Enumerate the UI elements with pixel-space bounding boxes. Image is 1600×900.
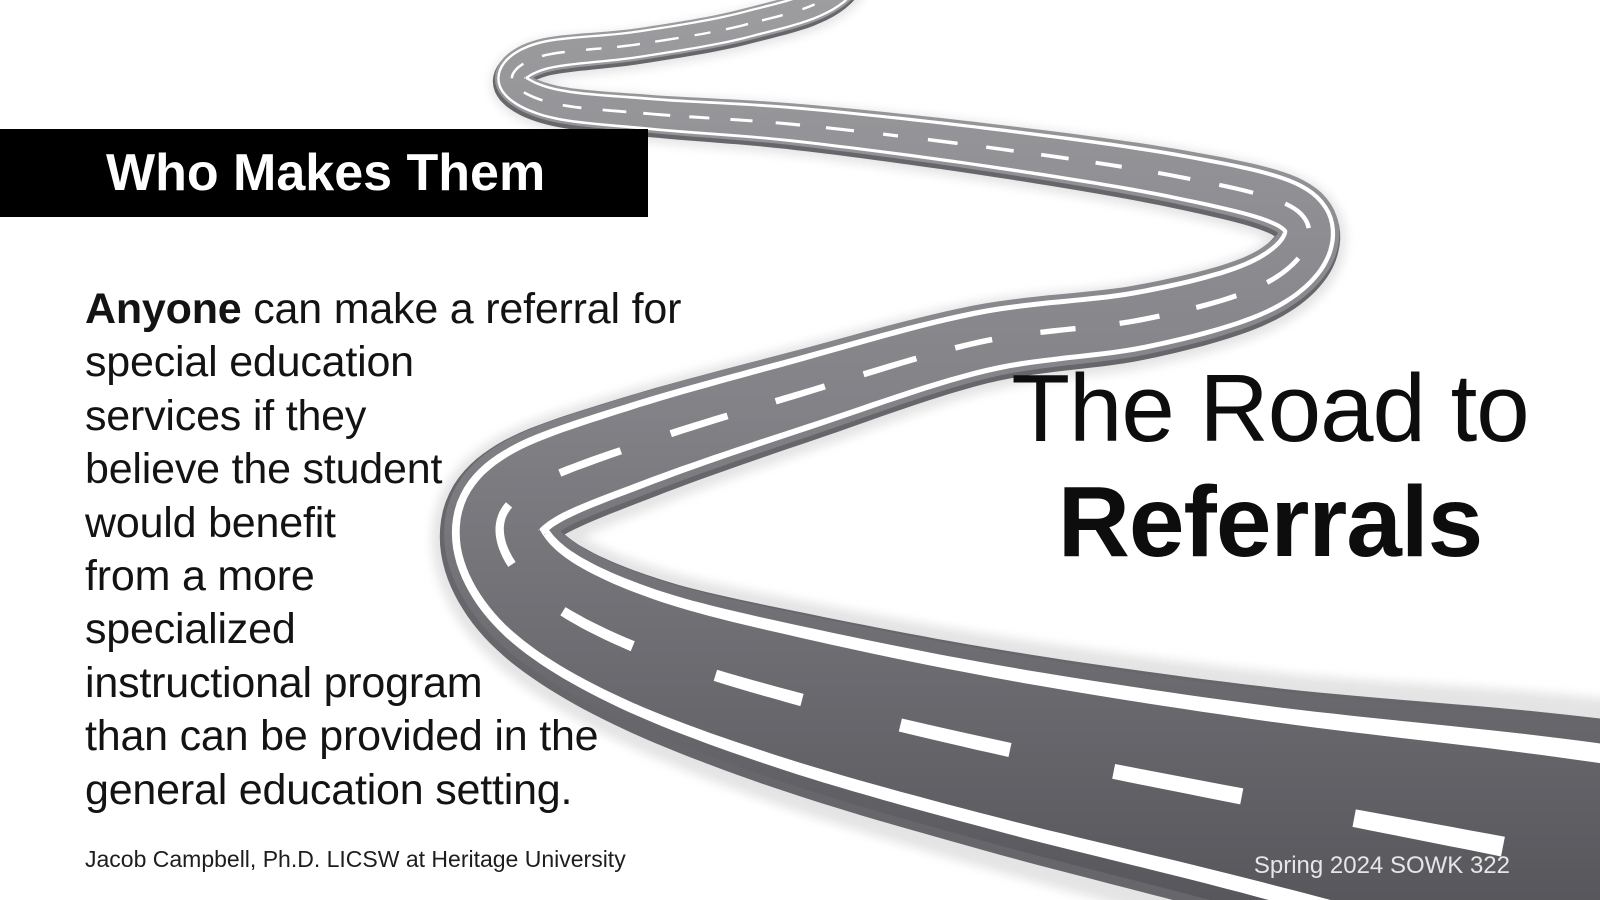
slide-title: The Road to Referrals xyxy=(980,352,1560,578)
body-lead-word: Anyone xyxy=(85,285,242,333)
title-line-2: Referrals xyxy=(1057,466,1484,578)
footer-course: Spring 2024 SOWK 322 xyxy=(1253,852,1510,879)
section-header-label: Who Makes Them xyxy=(106,144,546,202)
section-header-bar: Who Makes Them xyxy=(0,129,648,217)
footer-author: Jacob Campbell, Ph.D. LICSW at Heritage … xyxy=(85,846,626,872)
title-line-1: The Road to xyxy=(1011,355,1529,462)
body-paragraph: Anyone can make a referral for special e… xyxy=(85,283,705,817)
body-text: can make a referral for special educatio… xyxy=(85,285,682,814)
